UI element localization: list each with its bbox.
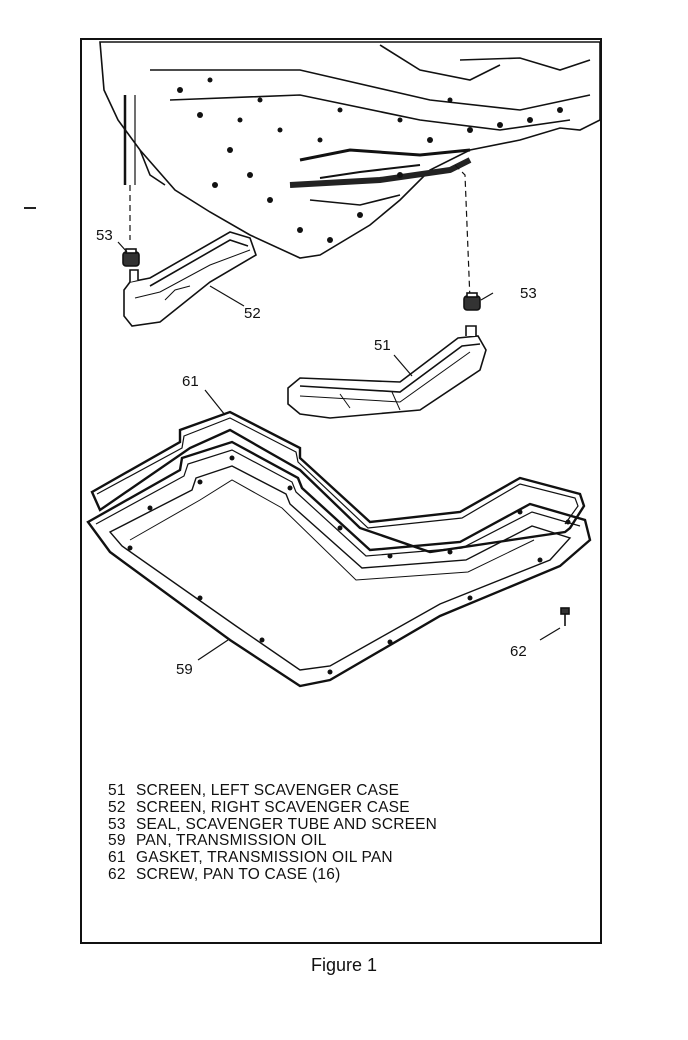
legend-item: 59 PAN, TRANSMISSION OIL xyxy=(108,832,437,850)
transmission-case xyxy=(99,41,601,301)
legend-number: 51 xyxy=(108,782,126,799)
legend-text: SCREW, PAN TO CASE (16) xyxy=(136,865,341,883)
legend-item: 61 GASKET, TRANSMISSION OIL PAN xyxy=(108,849,437,867)
leader-61 xyxy=(204,389,226,416)
leader-59 xyxy=(197,639,229,661)
legend-item: 52 SCREEN, RIGHT SCAVENGER CASE xyxy=(108,798,437,817)
figure-frame xyxy=(80,38,602,944)
legend-text: PAN, TRANSMISSION OIL xyxy=(136,832,327,850)
screw-62 xyxy=(560,607,570,626)
legend-number: 52 xyxy=(108,798,126,816)
legend-number: 62 xyxy=(108,865,126,883)
leader-52 xyxy=(209,285,245,307)
legend-item: 51 SCREEN, LEFT SCAVENGER CASE xyxy=(108,782,437,800)
callout-53-right: 53 xyxy=(520,285,537,302)
screen-51 xyxy=(287,325,487,419)
callout-62: 62 xyxy=(510,643,527,660)
legend-text: SCREEN, RIGHT SCAVENGER CASE xyxy=(136,798,410,816)
seal-53-right xyxy=(463,292,481,311)
parts-legend: 51 SCREEN, LEFT SCAVENGER CASE 52 SCREEN, … xyxy=(108,782,438,884)
leader-53-right xyxy=(480,292,494,301)
legend-text: SCREEN, LEFT SCAVENGER CASE xyxy=(136,782,400,799)
callout-53-left: 53 xyxy=(96,227,113,244)
gasket-61 xyxy=(90,410,586,554)
screen-52 xyxy=(123,231,257,327)
legend-number: 61 xyxy=(108,849,126,867)
legend-text: SEAL, SCAVENGER TUBE AND SCREEN xyxy=(136,815,438,833)
legend-text: GASKET, TRANSMISSION OIL PAN xyxy=(136,849,393,867)
figure-caption: Figure 1 xyxy=(310,955,378,975)
legend-number: 59 xyxy=(108,832,126,850)
legend-item: 62 SCREW, PAN TO CASE (16) xyxy=(108,865,437,884)
callout-51: 51 xyxy=(374,337,391,354)
leader-lines xyxy=(117,241,561,661)
callout-59: 59 xyxy=(176,661,193,678)
seal-53-left xyxy=(122,248,140,267)
margin-mark xyxy=(24,207,36,209)
callout-52: 52 xyxy=(244,305,261,322)
leader-53-left xyxy=(117,241,128,253)
legend-number: 53 xyxy=(108,815,126,833)
oil-pan-59 xyxy=(86,440,592,688)
leader-62 xyxy=(539,627,561,641)
callout-61: 61 xyxy=(182,373,199,390)
leader-51 xyxy=(393,354,413,377)
legend-item: 53 SEAL, SCAVENGER TUBE AND SCREEN xyxy=(108,815,438,834)
